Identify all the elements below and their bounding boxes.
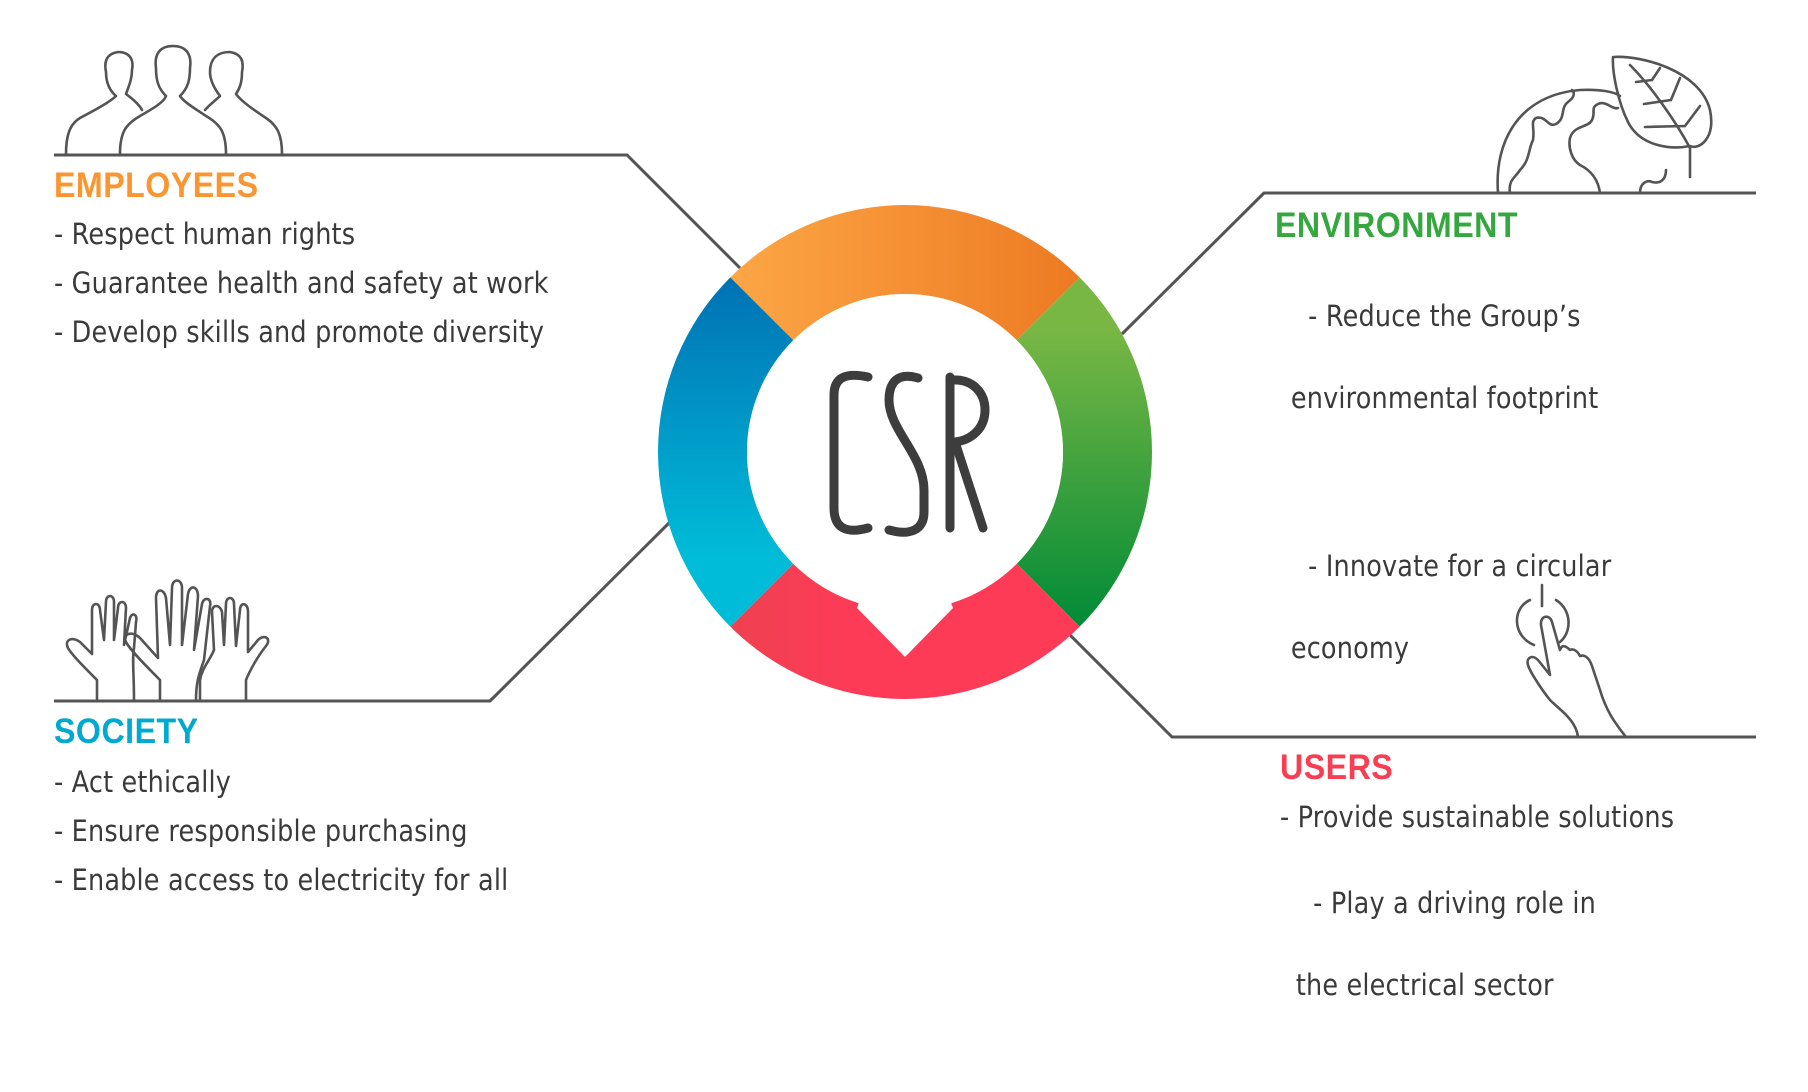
raised-hands-icon	[65, 579, 270, 702]
connector-environment	[1120, 191, 1756, 336]
users-list: - Provide sustainable solutions - Play a…	[1280, 797, 1674, 1092]
list-item: - Guarantee health and safety at work	[54, 266, 549, 300]
list-item: - Respect human rights	[54, 217, 356, 251]
employees-list: - Respect human rights - Guarantee healt…	[54, 214, 549, 361]
list-item: - Enable access to electricity for all	[54, 863, 509, 897]
letter-s	[884, 371, 929, 537]
list-item: - Provide sustainable solutions	[1280, 800, 1675, 834]
csr-diagram	[54, 44, 1756, 739]
people-group-icon	[64, 44, 284, 156]
section-title-environment: ENVIRONMENT	[1275, 206, 1518, 245]
csr-ring	[657, 204, 1152, 700]
ring-segment-society	[657, 277, 794, 627]
list-item: - Ensure responsible purchasing	[54, 814, 468, 848]
connector-users	[1066, 631, 1756, 739]
list-item: - Act ethically	[54, 765, 232, 799]
globe-leaf-icon	[1496, 55, 1713, 195]
list-item: - Develop skills and promote diversity	[54, 315, 545, 349]
list-item: - Innovate for a circular economy	[1290, 549, 1612, 665]
section-title-employees: EMPLOYEES	[54, 166, 259, 205]
connector-employees	[54, 153, 742, 270]
touch-power-icon	[1515, 583, 1628, 739]
section-title-society: SOCIETY	[54, 712, 199, 751]
ring-segment-employees	[730, 204, 1080, 341]
connector-society	[54, 520, 672, 703]
speech-bubble-center	[747, 294, 1063, 657]
section-title-users: USERS	[1280, 748, 1394, 787]
letter-c	[829, 370, 873, 535]
letter-r	[945, 372, 990, 533]
list-item: - Play a driving role in the electrical …	[1295, 886, 1596, 1002]
list-item: - Reduce the Group’s environmental footp…	[1290, 299, 1599, 415]
csr-logo-text	[829, 370, 990, 537]
society-list: - Act ethically - Ensure responsible pur…	[54, 762, 508, 909]
environment-list: - Reduce the Group’s environmental footp…	[1275, 255, 1611, 755]
ring-segment-environment	[1016, 277, 1152, 627]
